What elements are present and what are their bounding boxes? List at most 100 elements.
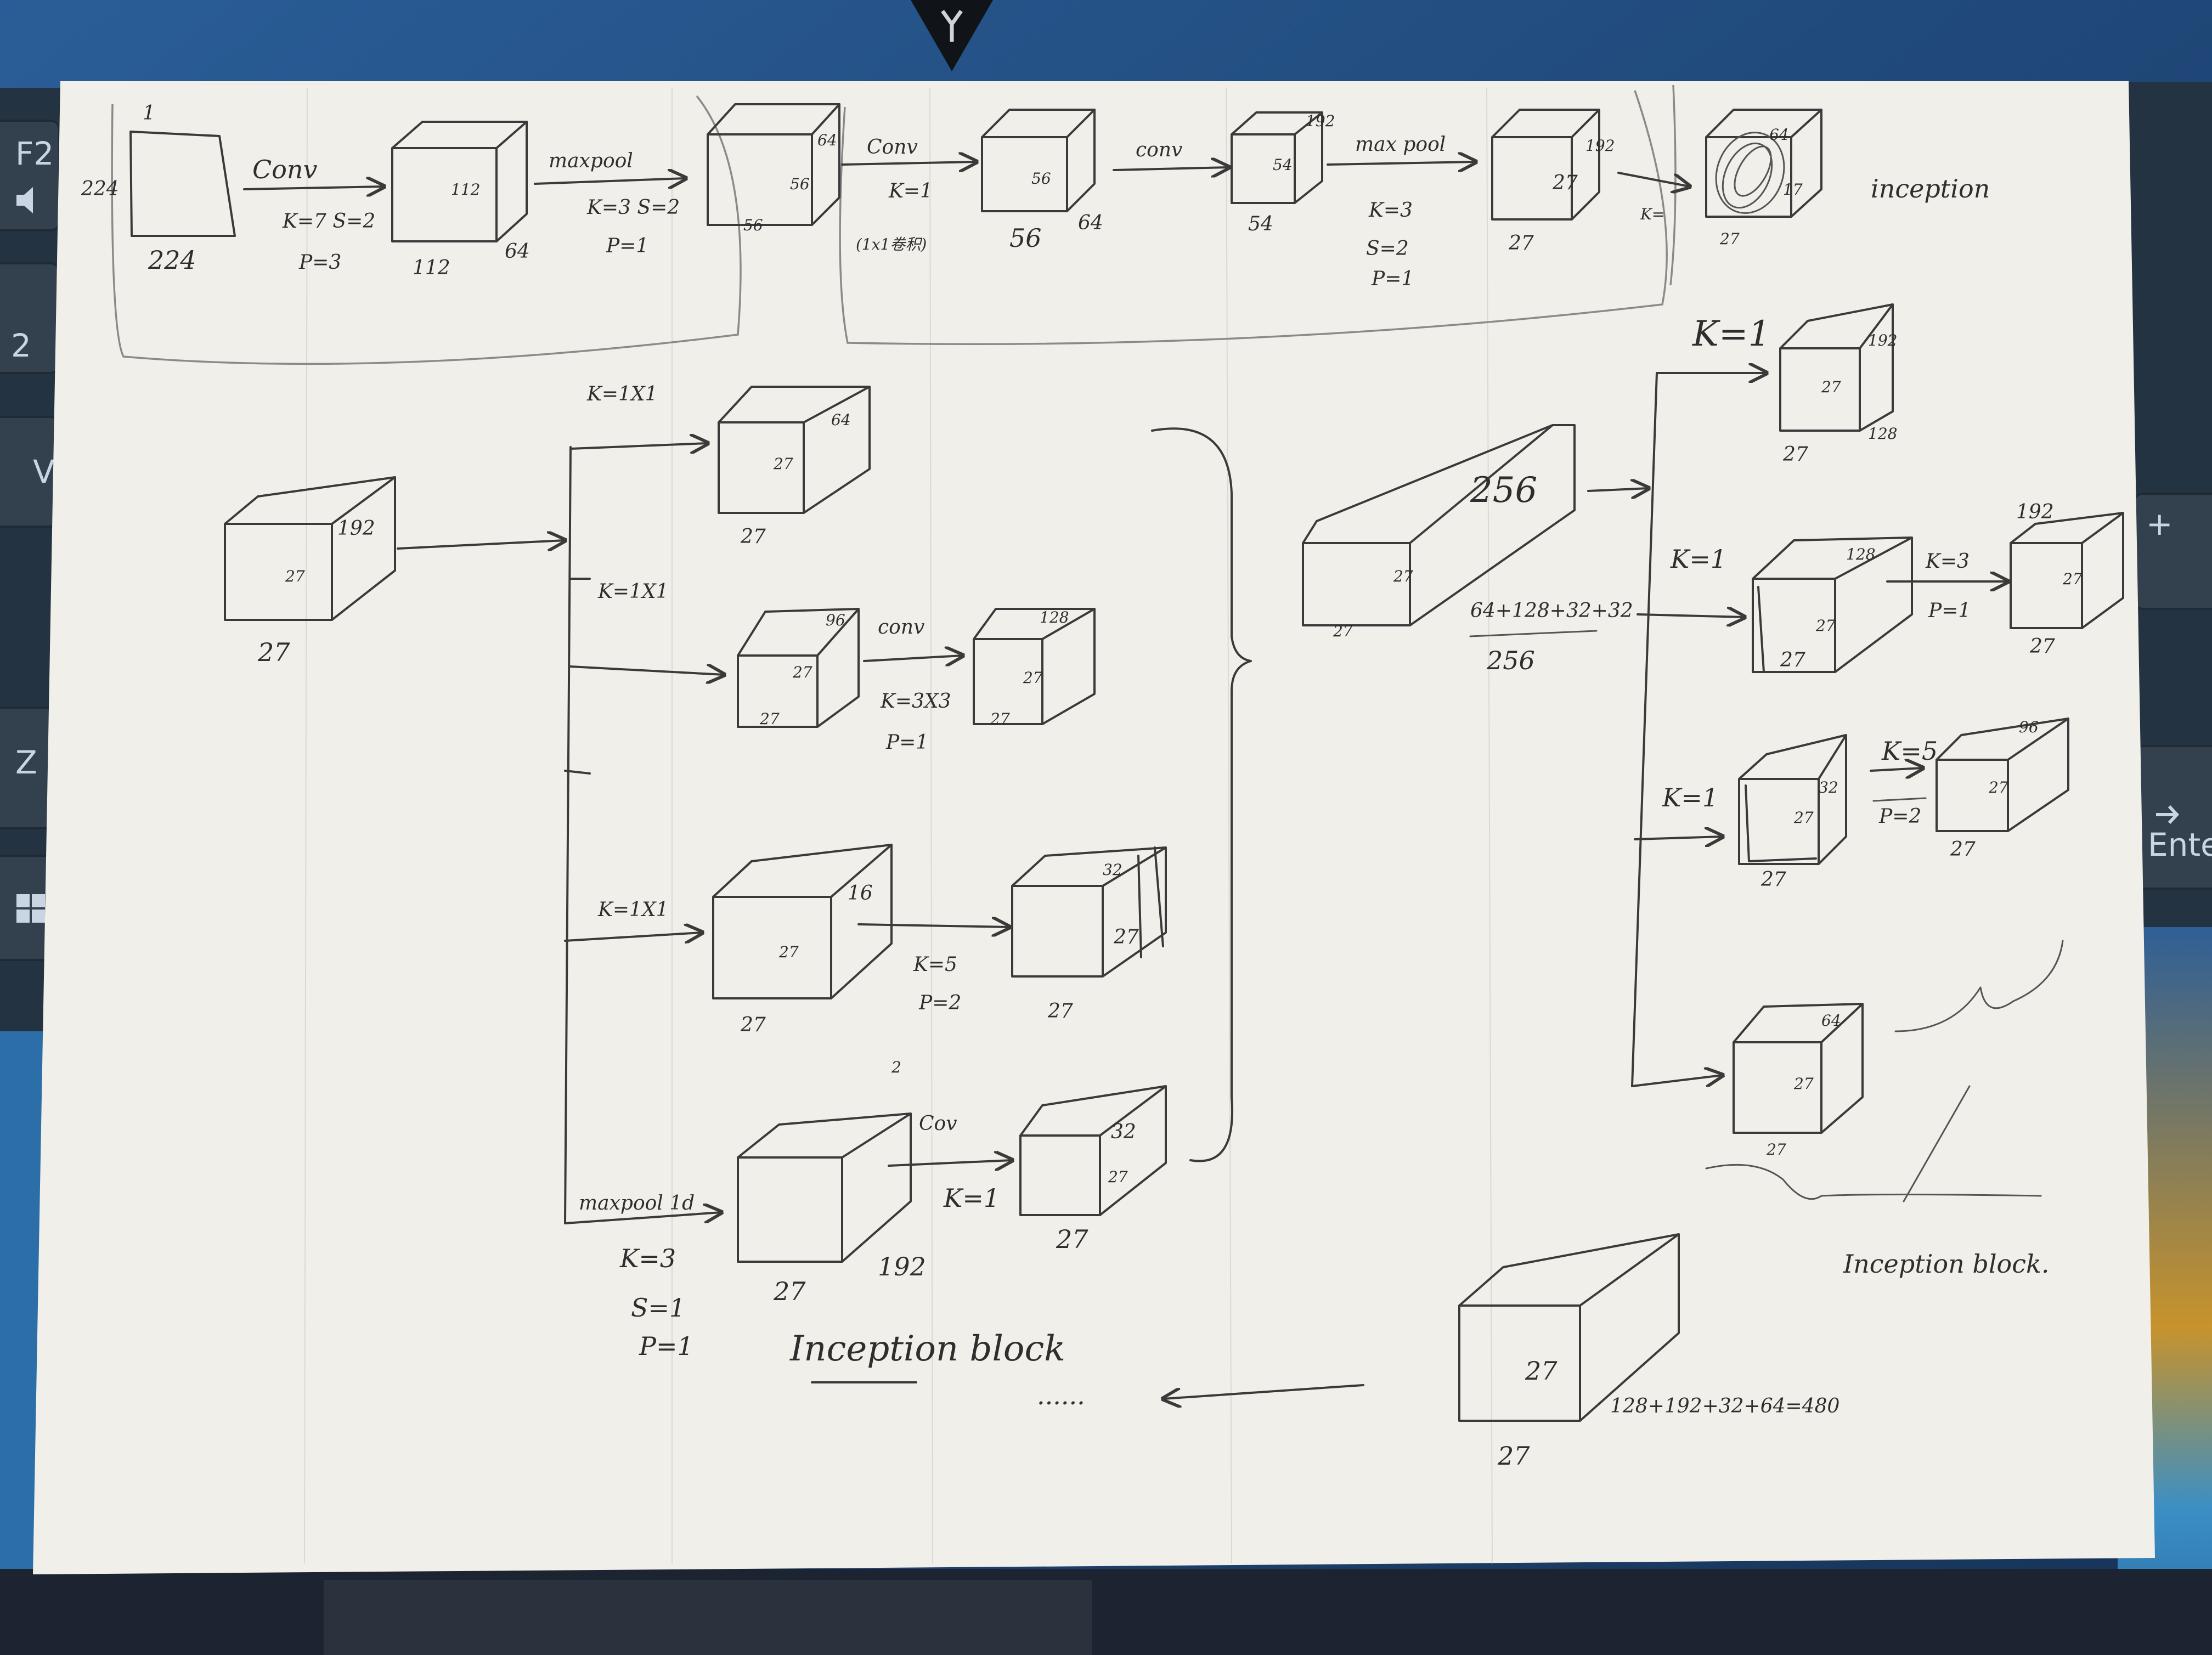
block-top-label: 192: [1585, 137, 1615, 155]
branch-param: K=5: [1881, 736, 1938, 766]
branch-label: K=1X1: [597, 580, 669, 603]
input-top-label: 1: [143, 102, 155, 125]
block-depth-label: 64: [505, 240, 530, 263]
branch-label: K=1X1: [597, 899, 669, 921]
branch-param: K=3X3: [880, 690, 951, 713]
conv2-op: Conv: [867, 136, 918, 159]
conv1-param: P=3: [298, 251, 341, 274]
block-top-label: 64: [817, 131, 837, 149]
key-label: Z: [15, 744, 37, 781]
pool1-param: K=3 S=2: [586, 196, 680, 219]
arrow-k-label: K=: [1640, 205, 1664, 223]
branch-param: P=2: [1878, 805, 1921, 828]
block-bottom-label: 27: [257, 637, 290, 667]
block-bottom-label: 27: [2029, 635, 2055, 658]
block-bottom-label: 27: [1508, 232, 1534, 255]
paper-sheet: [33, 81, 2155, 1574]
keycap-v: V: [0, 417, 59, 527]
pool-param: S=1: [631, 1293, 685, 1323]
block-front-label: 27: [1815, 617, 1836, 635]
block-front-label: 27: [1525, 1356, 1558, 1386]
pool2-param: S=2: [1366, 238, 1409, 260]
block-bottom-label: 27: [1056, 1224, 1088, 1254]
block-front-label: 27: [1793, 1075, 1814, 1093]
block-front-label: 27: [1023, 669, 1043, 687]
block-bottom-label: 27: [1719, 230, 1740, 248]
block-bottom-label: 27: [1950, 838, 1976, 861]
key-label: V: [33, 453, 55, 490]
block-bottom-label: 27: [1047, 1000, 1073, 1023]
block-top-label: 64: [831, 411, 851, 429]
block-bottom-label: 27: [740, 1014, 766, 1036]
block-top-label: 96: [826, 611, 845, 629]
block-bottom-label: 27: [740, 526, 766, 548]
ellipsis: ......: [1037, 1381, 1085, 1410]
block-front-label: 27: [1108, 1168, 1128, 1186]
block-bottom-label: 56: [1009, 223, 1042, 253]
input-side-label: 224: [81, 178, 119, 200]
pool1-op: maxpool: [549, 150, 633, 172]
trackpad: [324, 1580, 1092, 1655]
block-top-label: 64: [1821, 1012, 1841, 1030]
block-front-label: 27: [1552, 172, 1578, 194]
branch-op: conv: [878, 616, 924, 639]
block-top-label: 16: [848, 882, 873, 905]
block-depth-label: 192: [878, 1252, 926, 1281]
block-front-label: 27: [1393, 567, 1413, 585]
block-top-label: 192: [2016, 501, 2054, 523]
pool-param: K=3: [619, 1244, 676, 1273]
branch-param: P=2: [918, 992, 961, 1014]
conv1-param: K=7 S=2: [282, 210, 375, 233]
branch-param: P=1: [1928, 600, 1971, 622]
pool-param: P=1: [639, 1331, 693, 1361]
output-formula: 128+192+32+64=480: [1610, 1395, 1839, 1417]
block-front-label: 27: [773, 455, 793, 473]
key-label: 2: [11, 327, 31, 364]
block-front-label: 27: [285, 567, 305, 585]
block-front-label: 27: [2062, 570, 2083, 588]
inception-label: inception: [1871, 174, 1990, 204]
block-bottom-label: 27: [1333, 622, 1353, 640]
block-front-label: 27: [792, 663, 812, 681]
concat-formula: 64+128+32+32: [1470, 600, 1633, 622]
block-bottom-label: 27: [773, 1276, 806, 1306]
branch-param: K=5: [913, 953, 957, 976]
block-depth-label: 64: [1078, 212, 1103, 234]
keycap-enter: Enter: [2134, 746, 2212, 889]
input-bottom-label: 224: [148, 245, 196, 275]
conv2-param: K=1: [888, 180, 933, 202]
block-front-label: 27: [1113, 926, 1139, 948]
branch-label: K=1: [1670, 544, 1726, 574]
block-front-label: 27: [778, 943, 799, 961]
keycap-2: 2: [0, 263, 59, 373]
branch-op: Cov: [919, 1112, 957, 1135]
block-bottom-label: 56: [743, 216, 763, 234]
conv2-param: (1x1卷积): [856, 235, 927, 253]
branch-label: K=1X1: [586, 383, 658, 405]
block-top-label: 192: [1306, 112, 1335, 130]
pool2-param: P=1: [1371, 268, 1414, 290]
branch-label: K=1: [1692, 314, 1770, 354]
conv3-op: conv: [1136, 139, 1182, 161]
key-label: Enter: [2148, 826, 2212, 863]
key-label: F2: [15, 135, 54, 172]
block-bottom-label: 112: [413, 257, 450, 279]
block-top-label: 256: [1470, 470, 1537, 511]
block-front-label: 56: [1031, 170, 1051, 188]
block-bottom-label: 54: [1248, 213, 1273, 235]
block-top-label: 64: [1769, 126, 1789, 144]
block-top-label: 128: [1846, 545, 1875, 563]
block-front-label: 27: [1988, 778, 2008, 797]
branch-param: K=1: [943, 1183, 1000, 1213]
block-top-label: 192: [337, 517, 375, 540]
key-label: +: [2146, 505, 2173, 543]
branch-label: K=1: [1662, 783, 1718, 812]
block-front-label: 27: [1821, 378, 1841, 396]
block-front-label: 112: [451, 180, 480, 199]
block-bottom-label: 27: [990, 710, 1010, 728]
block-top-label: 32: [1111, 1121, 1136, 1143]
block-top-label: 192: [1868, 331, 1897, 349]
block-front-label: 27: [1793, 809, 1814, 827]
block-top-label: 96: [2019, 718, 2039, 736]
